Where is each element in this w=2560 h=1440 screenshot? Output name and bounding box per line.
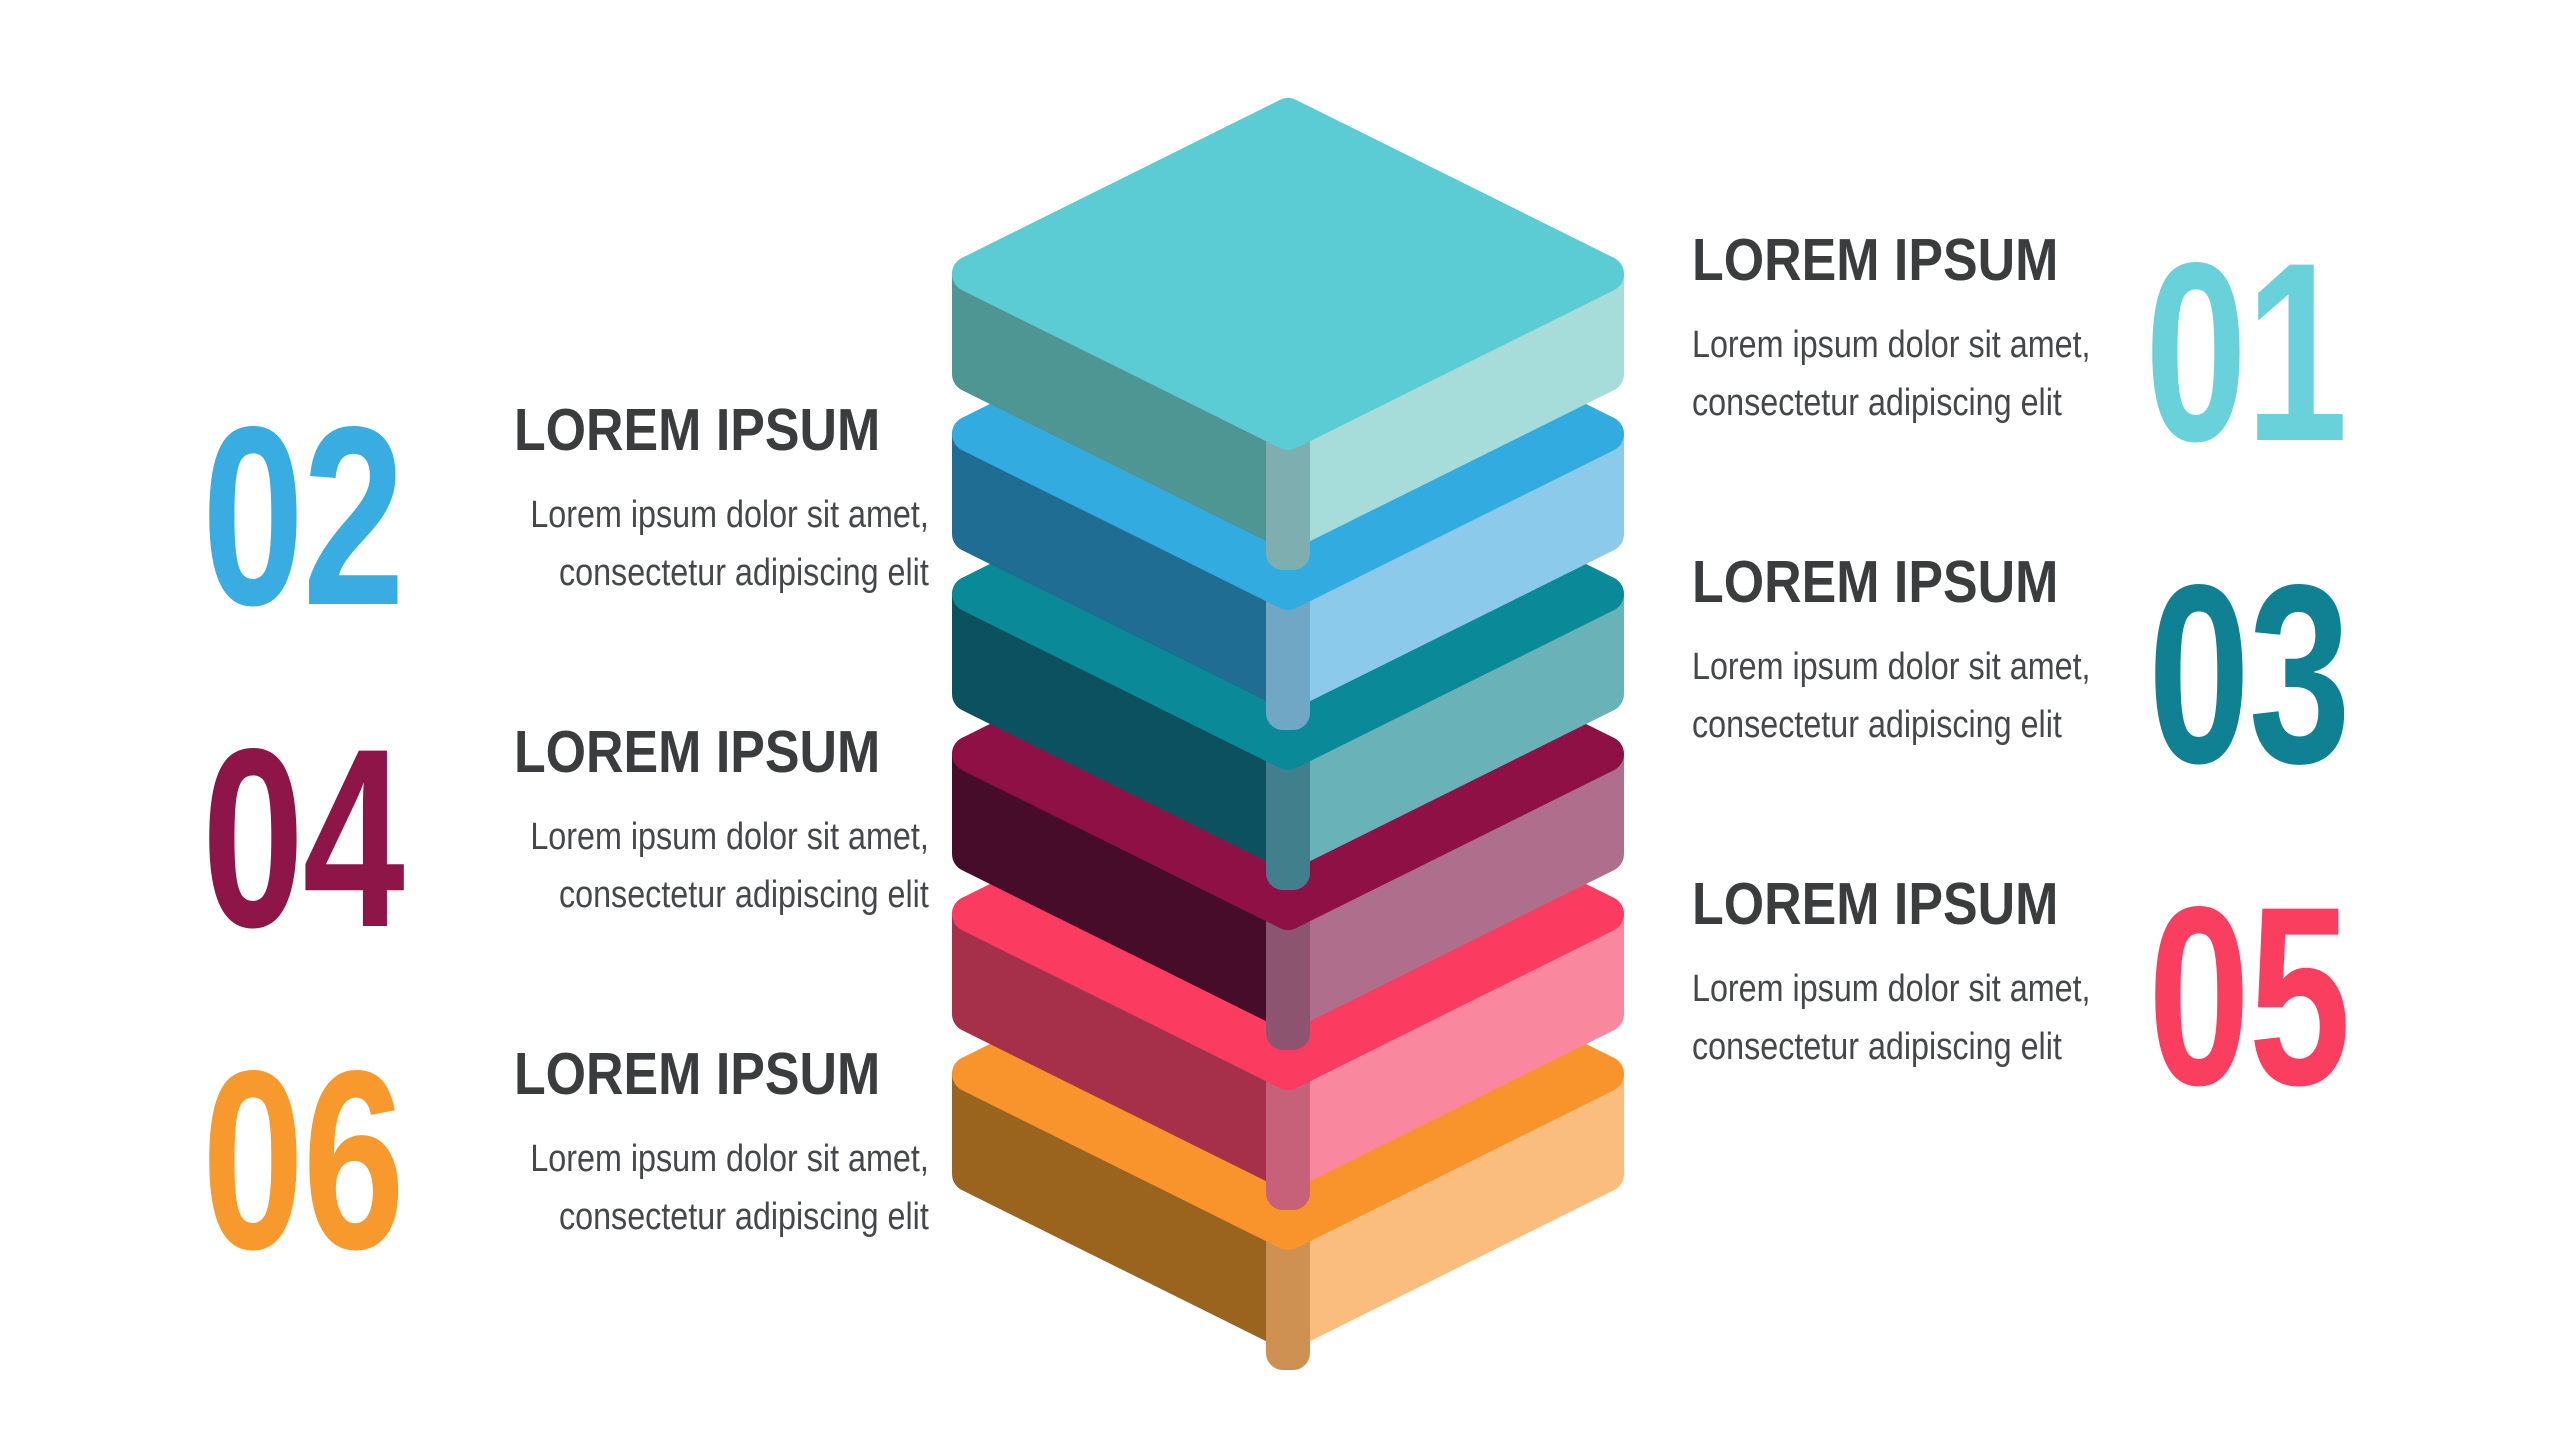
layer-6-corner-edge [1266, 1211, 1310, 1370]
step-title: LOREM IPSUM [1692, 871, 2059, 937]
body-line: Lorem ipsum dolor sit amet, [1692, 646, 2091, 688]
step-block-03: LOREM IPSUM Lorem ipsum dolor sit amet, … [1692, 550, 2112, 754]
step-title: LOREM IPSUM [513, 719, 880, 785]
step-body: Lorem ipsum dolor sit amet, consectetur … [530, 486, 929, 602]
step-title: LOREM IPSUM [1692, 549, 2059, 615]
body-line: Lorem ipsum dolor sit amet, [530, 494, 929, 536]
step-body: Lorem ipsum dolor sit amet, consectetur … [530, 808, 929, 924]
layer-1-top-face [952, 98, 1624, 450]
step-number-05: 05 [2148, 854, 2351, 1139]
body-line: Lorem ipsum dolor sit amet, [1692, 324, 2091, 366]
step-block-02: LOREM IPSUM Lorem ipsum dolor sit amet, … [460, 397, 929, 602]
body-line: consectetur adipiscing elit [558, 874, 929, 916]
body-line: consectetur adipiscing elit [558, 1196, 929, 1238]
step-body: Lorem ipsum dolor sit amet, consectetur … [1692, 960, 2091, 1076]
step-title: LOREM IPSUM [513, 397, 880, 463]
step-body: Lorem ipsum dolor sit amet, consectetur … [530, 1130, 929, 1246]
step-block-05: LOREM IPSUM Lorem ipsum dolor sit amet, … [1692, 872, 2112, 1076]
layer-5-corner-edge [1266, 1051, 1310, 1210]
step-number-02: 02 [202, 374, 405, 659]
body-line: consectetur adipiscing elit [1692, 704, 2062, 746]
step-number-04: 04 [202, 696, 405, 981]
step-body: Lorem ipsum dolor sit amet, consectetur … [1692, 638, 2091, 754]
layer-3-corner-edge [1266, 731, 1310, 890]
layer-2-corner-edge [1266, 571, 1310, 730]
body-line: Lorem ipsum dolor sit amet, [530, 816, 929, 858]
layer-1-corner-edge [1266, 411, 1310, 570]
layer-stack [952, 98, 1624, 1370]
step-block-06: LOREM IPSUM Lorem ipsum dolor sit amet, … [460, 1041, 929, 1246]
body-line: consectetur adipiscing elit [558, 552, 929, 594]
step-title: LOREM IPSUM [1692, 227, 2059, 293]
step-block-01: LOREM IPSUM Lorem ipsum dolor sit amet, … [1692, 228, 2112, 432]
step-body: Lorem ipsum dolor sit amet, consectetur … [1692, 316, 2091, 432]
step-title: LOREM IPSUM [513, 1041, 880, 1107]
body-line: consectetur adipiscing elit [1692, 382, 2062, 424]
layer-4-corner-edge [1266, 891, 1310, 1050]
layer-1 [952, 98, 1624, 570]
step-number-03: 03 [2148, 532, 2351, 817]
step-block-04: LOREM IPSUM Lorem ipsum dolor sit amet, … [460, 719, 929, 924]
step-number-06: 06 [202, 1018, 405, 1303]
body-line: Lorem ipsum dolor sit amet, [1692, 968, 2091, 1010]
body-line: Lorem ipsum dolor sit amet, [530, 1138, 929, 1180]
step-number-01: 01 [2145, 210, 2348, 495]
body-line: consectetur adipiscing elit [1692, 1026, 2062, 1068]
